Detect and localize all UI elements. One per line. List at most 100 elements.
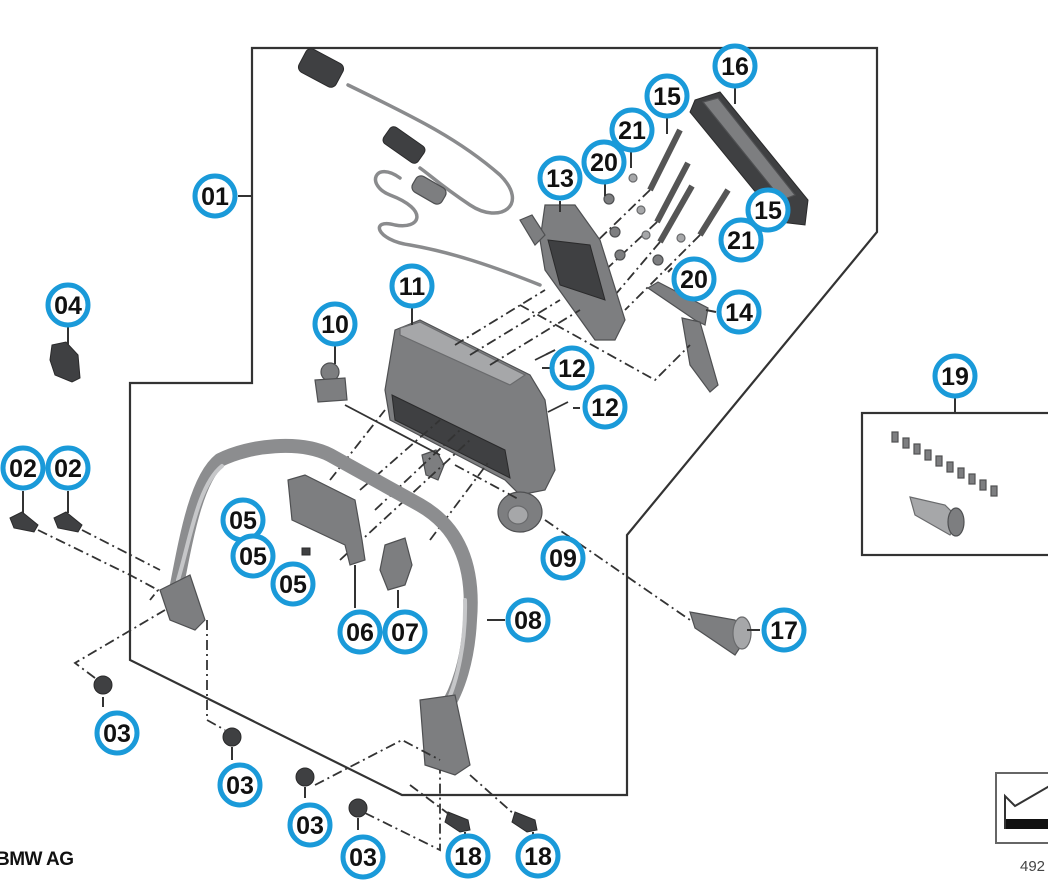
- callout-09[interactable]: 09: [540, 535, 586, 581]
- part-19-kit-box: [860, 398, 1048, 557]
- callout-circle: [505, 597, 551, 643]
- diagram-reference-icon: [995, 772, 1048, 844]
- callout-label: 10: [321, 311, 349, 339]
- callout-circle: [716, 289, 762, 335]
- callout-label: 05: [239, 543, 267, 571]
- cable-harness: [297, 48, 542, 287]
- callout-circle: [745, 187, 791, 233]
- callout-14[interactable]: 14: [716, 289, 762, 335]
- callout-21a[interactable]: 21: [609, 107, 655, 153]
- callout-label: 16: [721, 53, 749, 81]
- part-13-holder: [519, 204, 626, 341]
- nuts-03: [73, 609, 441, 852]
- callout-label: 08: [514, 607, 542, 635]
- callout-04[interactable]: 04: [45, 282, 91, 328]
- copyright-label: BMW AG: [0, 849, 74, 870]
- callout-circle: [270, 561, 316, 607]
- callout-17[interactable]: 17: [761, 607, 807, 653]
- screws-12: [534, 349, 569, 413]
- callout-15b[interactable]: 15: [745, 187, 791, 233]
- bolts-15: [589, 128, 731, 311]
- callout-circle: [718, 217, 764, 263]
- callout-circle: [94, 710, 140, 756]
- callout-label: 13: [546, 165, 574, 193]
- callout-circle: [537, 155, 583, 201]
- callout-label: 03: [226, 772, 254, 800]
- callout-circle: [337, 609, 383, 655]
- callout-21b[interactable]: 21: [718, 217, 764, 263]
- callout-label: 18: [524, 843, 552, 871]
- callout-20a[interactable]: 20: [581, 139, 627, 185]
- callout-11[interactable]: 11: [389, 263, 435, 309]
- callout-circle: [230, 533, 276, 579]
- callout-label: 17: [770, 617, 798, 645]
- callout-label: 03: [349, 844, 377, 872]
- callout-circle: [382, 609, 428, 655]
- callout-circle: [45, 445, 91, 491]
- callout-15a[interactable]: 15: [644, 73, 690, 119]
- callout-circle: [671, 256, 717, 302]
- callout-08[interactable]: 08: [505, 597, 551, 643]
- part-04-connector: [49, 341, 81, 383]
- callout-label: 12: [558, 355, 586, 383]
- callout-07[interactable]: 07: [382, 609, 428, 655]
- callout-12a[interactable]: 12: [549, 345, 595, 391]
- callout-12b[interactable]: 12: [582, 384, 628, 430]
- part-08-tube-frame: [159, 439, 478, 776]
- callout-circle: [609, 107, 655, 153]
- callout-label: 21: [618, 117, 646, 145]
- part-06-cover: [287, 474, 366, 566]
- callout-06[interactable]: 06: [337, 609, 383, 655]
- callout-19[interactable]: 19: [932, 353, 978, 399]
- callout-label: 03: [103, 720, 131, 748]
- bolts-02: [9, 511, 161, 601]
- callout-label: 07: [391, 619, 419, 647]
- callout-label: 02: [54, 455, 82, 483]
- callout-label: 20: [680, 266, 708, 294]
- callout-label: 03: [296, 812, 324, 840]
- callout-circle: [45, 282, 91, 328]
- callout-16[interactable]: 16: [712, 43, 758, 89]
- callout-10[interactable]: 10: [312, 301, 358, 347]
- callout-circle: [389, 263, 435, 309]
- kit-boundary-line: [128, 46, 879, 797]
- leader-lines: [22, 88, 760, 843]
- callout-label: 05: [279, 571, 307, 599]
- callout-circle: [581, 139, 627, 185]
- callout-label: 02: [9, 455, 37, 483]
- callout-20b[interactable]: 20: [671, 256, 717, 302]
- callout-05c[interactable]: 05: [270, 561, 316, 607]
- part-17-lock-cylinder: [689, 611, 752, 656]
- callout-18a[interactable]: 18: [445, 833, 491, 879]
- callout-03b[interactable]: 03: [217, 762, 263, 808]
- part-11-housing: [384, 319, 556, 533]
- callout-circle: [287, 802, 333, 848]
- callout-label: 04: [54, 292, 82, 320]
- document-number: 492: [1020, 858, 1046, 875]
- callout-03a[interactable]: 03: [94, 710, 140, 756]
- callout-circle: [217, 762, 263, 808]
- callout-label: 09: [549, 545, 577, 573]
- callout-02a[interactable]: 02: [0, 445, 46, 491]
- callout-circle: [761, 607, 807, 653]
- callout-18b[interactable]: 18: [515, 833, 561, 879]
- callout-circle: [644, 73, 690, 119]
- callout-05b[interactable]: 05: [230, 533, 276, 579]
- callout-label: 15: [754, 197, 782, 225]
- bolts-18: [409, 774, 538, 833]
- callout-03c[interactable]: 03: [287, 802, 333, 848]
- callout-05a[interactable]: 05: [220, 497, 266, 543]
- callout-01[interactable]: 01: [192, 173, 238, 219]
- callout-circle: [312, 301, 358, 347]
- callout-circle: [712, 43, 758, 89]
- callout-label: 19: [941, 363, 969, 391]
- callout-circle: [540, 535, 586, 581]
- callout-label: 21: [727, 227, 755, 255]
- callout-02b[interactable]: 02: [45, 445, 91, 491]
- part-10-clamp: [314, 362, 348, 403]
- callout-circle: [582, 384, 628, 430]
- callout-label: 14: [725, 299, 753, 327]
- callout-03d[interactable]: 03: [340, 834, 386, 880]
- part-05-pin: [301, 547, 311, 556]
- callout-13[interactable]: 13: [537, 155, 583, 201]
